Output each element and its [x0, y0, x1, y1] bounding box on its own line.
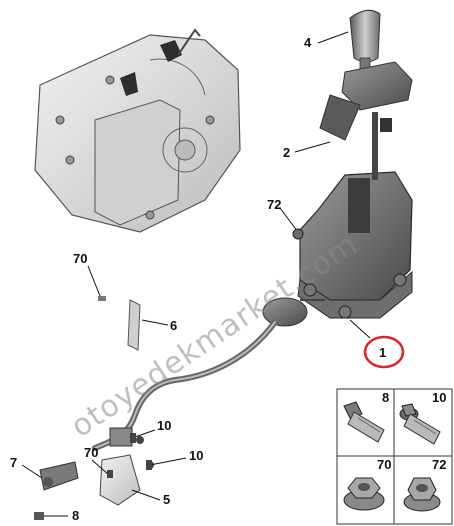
flange-bolt-icon	[399, 403, 441, 445]
table-label-8: 8	[382, 390, 389, 405]
callout-2: 2	[283, 145, 290, 160]
callout-72: 72	[267, 197, 281, 212]
short-bolt-icon	[343, 401, 385, 443]
callout-5: 5	[163, 492, 170, 507]
callout-10-lower: 10	[189, 448, 203, 463]
callout-70-upper: 70	[73, 251, 87, 266]
callout-10-upper: 10	[157, 418, 171, 433]
hex-nut-icon	[403, 477, 441, 512]
table-label-70: 70	[377, 457, 391, 472]
table-label-72: 72	[432, 457, 446, 472]
watermark-text: otoyedekmarket.com	[65, 227, 364, 445]
callout-8: 8	[72, 508, 79, 523]
callout-6: 6	[170, 318, 177, 333]
shift-gate-plate	[319, 61, 413, 160]
gearbox-linkage	[39, 427, 154, 506]
callout-1: 1	[379, 345, 386, 360]
callout-7: 7	[10, 455, 17, 470]
flange-nut-icon	[343, 477, 385, 511]
highlight-ring	[363, 335, 405, 369]
callout-4: 4	[304, 35, 312, 50]
callout-70-lower: 70	[84, 445, 98, 460]
gearbox-illustration	[34, 28, 241, 233]
gear-knob	[349, 9, 381, 73]
hardware-parts	[34, 228, 304, 520]
leader-lines	[21, 31, 371, 517]
shifter-housing	[297, 150, 413, 319]
parts-table: 8 10 70 72	[336, 388, 453, 525]
table-label-10: 10	[432, 390, 446, 405]
